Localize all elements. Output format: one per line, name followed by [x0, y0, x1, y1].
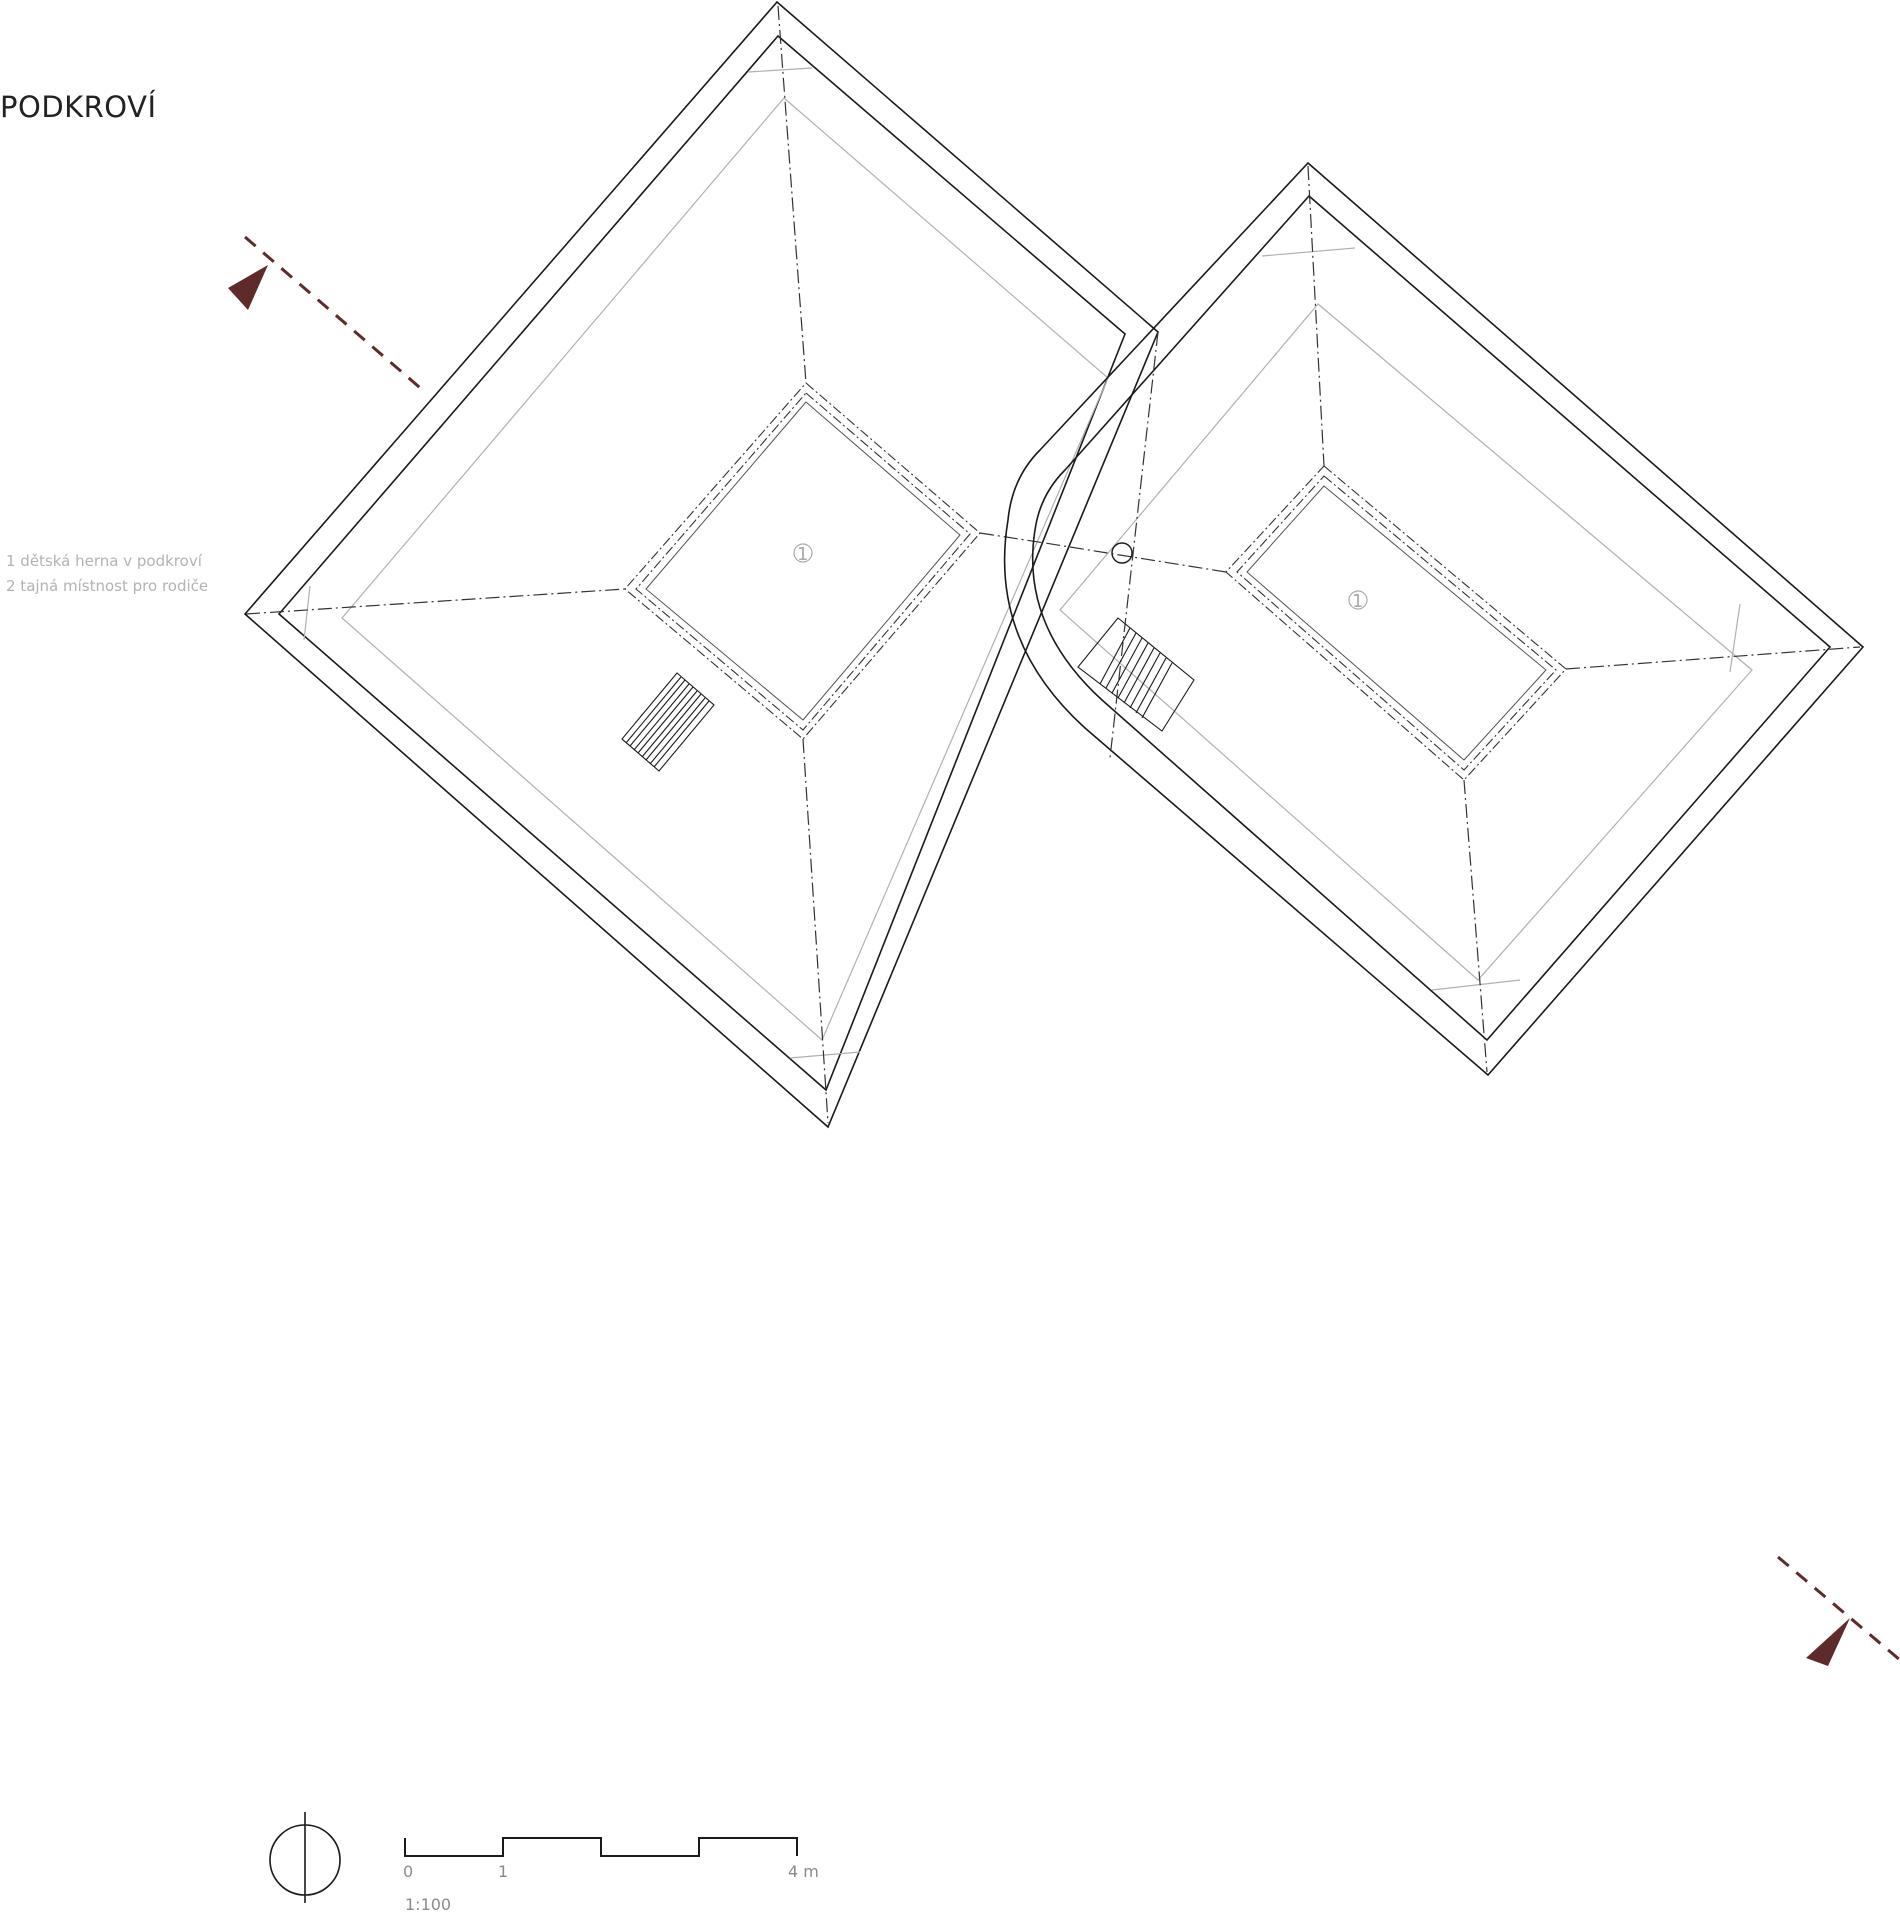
section-marker-bottom: [1777, 1555, 1900, 1666]
left-roof-outer: [243, 0, 1159, 1129]
section-arrow-icon: [228, 265, 268, 310]
section-marker-top: [228, 235, 426, 394]
right-stair: [1077, 617, 1195, 732]
right-room-outer: [1225, 465, 1567, 781]
left-room-outer: [624, 382, 981, 740]
page-title: PODKROVÍ: [0, 90, 157, 124]
scale-tick-label: 1: [498, 1862, 509, 1881]
right-room-inner: [1236, 475, 1557, 771]
room-legend: 1 dětská herna v podkroví 2 tajná místno…: [6, 549, 208, 599]
scale-tick-label: 4 m: [788, 1862, 819, 1881]
scale-ratio: 1:100: [405, 1895, 452, 1914]
right-roof-outer: [1003, 161, 1865, 1077]
scale-bar: [404, 1837, 798, 1857]
left-roof-inner: [277, 34, 1126, 1092]
right-room-tag: 1: [1352, 591, 1363, 612]
legend-item: 1 dětská herna v podkroví: [6, 552, 202, 570]
section-arrow-icon: [1806, 1618, 1850, 1666]
north-arrow-icon: [269, 1812, 341, 1903]
left-wall-line: [341, 97, 1109, 1041]
left-room-inner: [635, 392, 971, 731]
left-stair: [621, 672, 715, 772]
scale-tick-label: 0: [403, 1862, 414, 1881]
right-roof-inner: [1031, 194, 1832, 1042]
left-room-tag: 1: [797, 544, 808, 565]
left-building: 1: [243, 0, 1159, 1129]
joint-marker: [1111, 542, 1133, 564]
right-building: 1: [1003, 161, 1865, 1077]
legend-item: 2 tajná místnost pro rodiče: [6, 577, 209, 595]
right-wall-line: [1059, 303, 1753, 981]
